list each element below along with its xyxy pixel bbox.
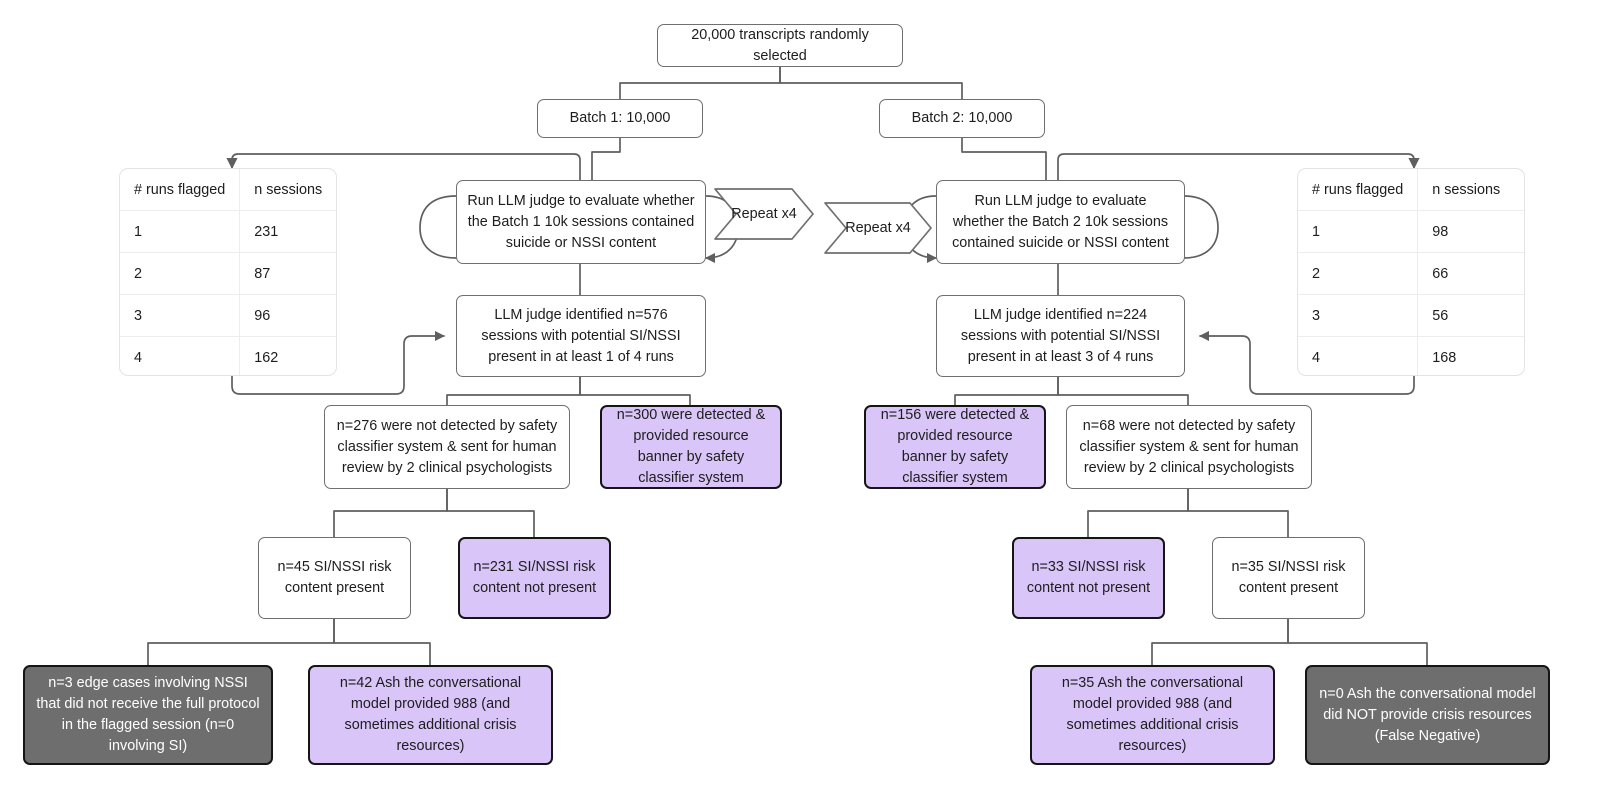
repeat-right-chevron[interactable]: Repeat x4	[824, 202, 932, 254]
table-row: 4 168	[1298, 336, 1524, 375]
node-identified-batch-1-label: LLM judge identified n=576 sessions with…	[481, 306, 681, 365]
table-row: 3 96	[120, 294, 336, 337]
table-left-cell-runs: 2	[120, 252, 241, 295]
table-right-cell-runs: 1	[1298, 210, 1419, 253]
node-right-risk-present[interactable]: n=35 SI/NSSI risk content present	[1212, 537, 1365, 619]
node-left-risk-not-present-label: n=231 SI/NSSI risk content not present	[472, 559, 597, 596]
repeat-right-label: Repeat x4	[845, 220, 911, 236]
table-right-runs-flagged[interactable]: # runs flagged n sessions 1 98 2 66 3 56…	[1297, 168, 1525, 376]
node-left-detected-label: n=300 were detected & provided resource …	[616, 407, 766, 486]
node-identified-batch-2[interactable]: LLM judge identified n=224 sessions with…	[936, 295, 1185, 377]
node-right-false-negative-label: n=0 Ash the conversational model did NOT…	[1319, 685, 1536, 744]
table-right-cell-sessions: 98	[1417, 210, 1524, 253]
chevron-left-icon	[714, 188, 814, 240]
node-right-risk-present-label: n=35 SI/NSSI risk content present	[1231, 559, 1346, 596]
table-right: # runs flagged n sessions 1 98 2 66 3 56…	[1298, 169, 1524, 375]
node-left-edge-cases-label: n=3 edge cases involving NSSI that did n…	[36, 675, 260, 754]
node-batch-2-label: Batch 2: 10,000	[911, 110, 1013, 126]
table-left-cell-sessions: 96	[239, 294, 336, 337]
chevron-right-icon	[824, 202, 932, 254]
table-header-row: # runs flagged n sessions	[120, 169, 336, 211]
table-header-row: # runs flagged n sessions	[1298, 169, 1524, 211]
node-right-not-detected-label: n=68 were not detected by safety classif…	[1079, 417, 1299, 476]
table-left-cell-sessions: 231	[239, 210, 336, 253]
table-left-cell-sessions: 87	[239, 252, 336, 295]
table-right-cell-runs: 2	[1298, 252, 1419, 295]
table-row: 1 231	[120, 210, 336, 253]
node-right-provided-988[interactable]: n=35 Ash the conversational model provid…	[1030, 665, 1275, 765]
table-row: 1 98	[1298, 210, 1524, 253]
node-batch-1-label: Batch 1: 10,000	[569, 110, 671, 126]
node-left-provided-988-label: n=42 Ash the conversational model provid…	[339, 675, 522, 754]
node-identified-batch-1[interactable]: LLM judge identified n=576 sessions with…	[456, 295, 706, 377]
table-left-cell-sessions: 162	[254, 349, 279, 366]
node-right-detected[interactable]: n=156 were detected & provided resource …	[864, 405, 1046, 489]
node-left-provided-988[interactable]: n=42 Ash the conversational model provid…	[308, 665, 553, 765]
table-left-header-sessions: n sessions	[239, 169, 336, 211]
table-right-cell-sessions: 66	[1417, 252, 1524, 295]
table-right-header-runs: # runs flagged	[1298, 169, 1419, 211]
node-left-detected[interactable]: n=300 were detected & provided resource …	[600, 405, 782, 489]
table-right-cell-sessions: 168	[1432, 349, 1457, 366]
node-batch-1[interactable]: Batch 1: 10,000	[537, 99, 703, 138]
table-row: 4 162	[120, 336, 336, 375]
node-left-risk-present-label: n=45 SI/NSSI risk content present	[277, 559, 392, 596]
node-right-risk-not-present-label: n=33 SI/NSSI risk content not present	[1026, 559, 1151, 596]
table-row: 2 87	[120, 252, 336, 295]
node-right-not-detected[interactable]: n=68 were not detected by safety classif…	[1066, 405, 1312, 489]
table-left-cell-runs: 3	[120, 294, 241, 337]
node-judge-batch-1[interactable]: Run LLM judge to evaluate whether the Ba…	[456, 180, 706, 264]
table-right-cell-runs: 3	[1298, 294, 1419, 337]
node-right-false-negative[interactable]: n=0 Ash the conversational model did NOT…	[1305, 665, 1550, 765]
node-judge-batch-1-label: Run LLM judge to evaluate whether the Ba…	[467, 192, 695, 251]
node-left-not-detected[interactable]: n=276 were not detected by safety classi…	[324, 405, 570, 489]
table-left-runs-flagged[interactable]: # runs flagged n sessions 1 231 2 87 3 9…	[119, 168, 337, 376]
node-right-risk-not-present[interactable]: n=33 SI/NSSI risk content not present	[1012, 537, 1165, 619]
table-row: 3 56	[1298, 294, 1524, 337]
node-root[interactable]: 20,000 transcripts randomly selected	[657, 24, 903, 67]
repeat-left-chevron[interactable]: Repeat x4	[714, 188, 814, 240]
table-right-cell-runs: 4	[1298, 336, 1419, 375]
table-row: 2 66	[1298, 252, 1524, 295]
table-right-header-sessions: n sessions	[1417, 169, 1524, 211]
node-left-risk-present[interactable]: n=45 SI/NSSI risk content present	[258, 537, 411, 619]
node-left-risk-not-present[interactable]: n=231 SI/NSSI risk content not present	[458, 537, 611, 619]
table-left-cell-runs: 1	[120, 210, 241, 253]
repeat-left-label: Repeat x4	[731, 206, 797, 222]
node-judge-batch-2[interactable]: Run LLM judge to evaluate whether the Ba…	[936, 180, 1185, 264]
node-right-provided-988-label: n=35 Ash the conversational model provid…	[1061, 675, 1244, 754]
table-left-cell-runs: 4	[120, 336, 241, 375]
node-judge-batch-2-label: Run LLM judge to evaluate whether the Ba…	[952, 192, 1169, 251]
node-left-edge-cases[interactable]: n=3 edge cases involving NSSI that did n…	[23, 665, 273, 765]
node-identified-batch-2-label: LLM judge identified n=224 sessions with…	[960, 306, 1161, 365]
node-root-label: 20,000 transcripts randomly selected	[691, 26, 869, 64]
table-left-header-runs: # runs flagged	[120, 169, 241, 211]
node-batch-2[interactable]: Batch 2: 10,000	[879, 99, 1045, 138]
table-right-cell-sessions: 56	[1417, 294, 1524, 337]
table-left: # runs flagged n sessions 1 231 2 87 3 9…	[120, 169, 336, 375]
node-right-detected-label: n=156 were detected & provided resource …	[880, 407, 1030, 486]
node-left-not-detected-label: n=276 were not detected by safety classi…	[336, 417, 558, 476]
